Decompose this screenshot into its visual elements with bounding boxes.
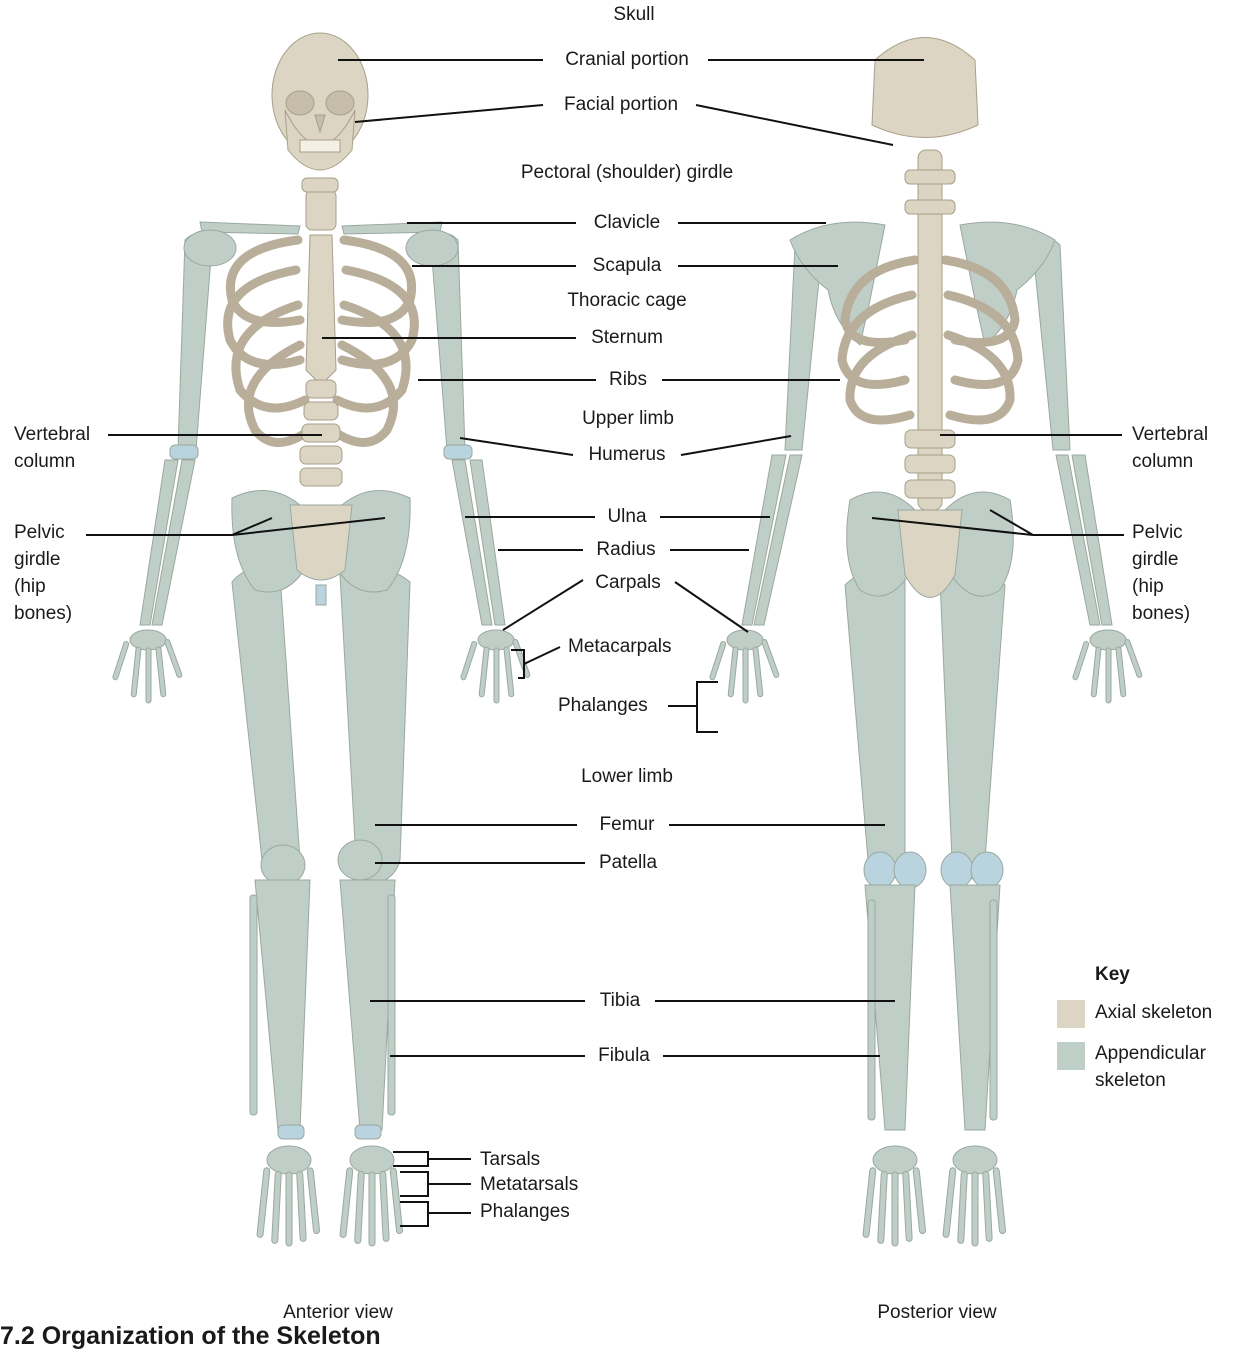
posterior-legs [844,570,1007,1247]
anterior-view-label: Anterior view [283,1302,393,1323]
anterior-shoulders [183,221,459,267]
anterior-arms [111,233,532,704]
pectoral-girdle-heading: Pectoral (shoulder) girdle [520,162,734,183]
metatarsals-label: Metatarsals [480,1174,579,1195]
radius-label: Radius [596,539,656,560]
anterior-fibula [249,894,396,1116]
appendicular-skeleton-label: Appendicular skeleton [1095,1043,1206,1091]
upper-limb-heading: Upper limb [582,408,674,429]
fibula-label: Fibula [598,1045,650,1066]
patella-label: Patella [598,852,658,873]
cranial-portion-label: Cranial portion [565,49,689,70]
anterior-feet [256,1124,404,1247]
anterior-axial [271,32,369,487]
posterior-skeleton [708,37,1144,1247]
skull-heading: Skull [613,4,655,25]
ulna-label: Ulna [607,506,647,527]
anterior-thorax [223,235,419,447]
humerus-label: Humerus [588,444,666,465]
hand-phalanges-label: Phalanges [558,695,648,716]
metacarpals-label: Metacarpals [568,636,672,657]
sternum-label: Sternum [591,327,663,348]
vertebral-column-label-right: Vertebral column [1132,424,1209,472]
facial-portion-label: Facial portion [563,94,679,115]
foot-phalanges-label: Phalanges [480,1201,570,1222]
posterior-view-label: Posterior view [877,1302,997,1323]
legend-title: Key [1095,964,1130,985]
pelvic-girdle-label-left: Pelvic girdle (hip bones) [14,522,73,624]
posterior-pelvis [846,491,1014,598]
posterior-arms [708,238,1144,704]
carpals-label: Carpals [595,572,661,593]
thoracic-cage-heading: Thoracic cage [567,290,687,311]
anterior-patella [260,839,383,886]
posterior-thorax [837,255,1023,425]
axial-swatch [1057,1000,1085,1028]
leader-lines [86,59,1124,1227]
figure-caption: 7.2 Organization of the Skeleton [0,1322,381,1350]
clavicle-label: Clavicle [593,212,661,233]
tarsals-label: Tarsals [480,1149,541,1170]
anterior-skeleton [111,32,532,1247]
anterior-pelvis [231,489,411,606]
lower-limb-heading: Lower limb [581,766,673,787]
appendicular-swatch [1057,1042,1085,1070]
axial-skeleton-label: Axial skeleton [1095,1002,1213,1023]
femur-label: Femur [599,814,655,835]
vertebral-column-label-left: Vertebral column [14,424,91,472]
pelvic-girdle-label-right: Pelvic girdle (hip bones) [1132,522,1191,624]
tibia-label: Tibia [599,990,641,1011]
scapula-label: Scapula [592,255,662,276]
anterior-tibia [254,879,396,1131]
ribs-label: Ribs [608,369,648,390]
posterior-axial [871,37,979,511]
anterior-femur [231,566,411,886]
